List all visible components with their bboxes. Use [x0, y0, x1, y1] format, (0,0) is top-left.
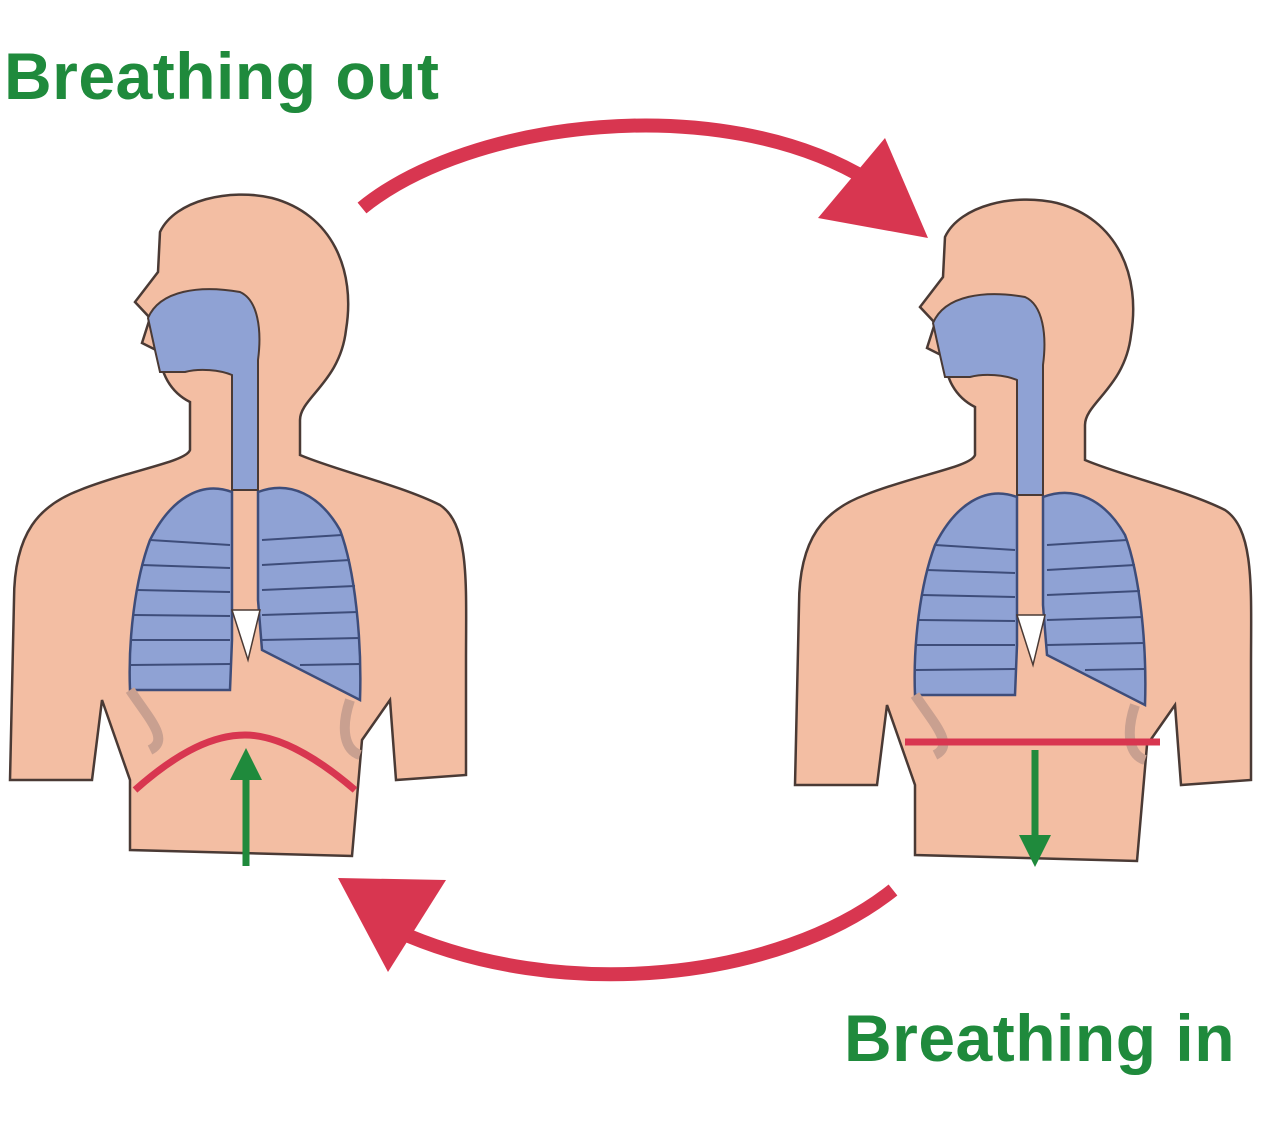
cycle-arrow-bottom: [338, 878, 898, 982]
figure-breathing-out: [10, 195, 466, 866]
diaphragm-raised: [132, 731, 358, 793]
label-breathing-in: Breathing in: [844, 1001, 1236, 1075]
figure-breathing-in: [795, 200, 1251, 867]
cycle-arrow-top: [357, 118, 928, 238]
label-breathing-out: Breathing out: [4, 39, 440, 113]
arrow-up-icon: [230, 748, 262, 866]
arrow-down-icon: [1019, 750, 1051, 867]
